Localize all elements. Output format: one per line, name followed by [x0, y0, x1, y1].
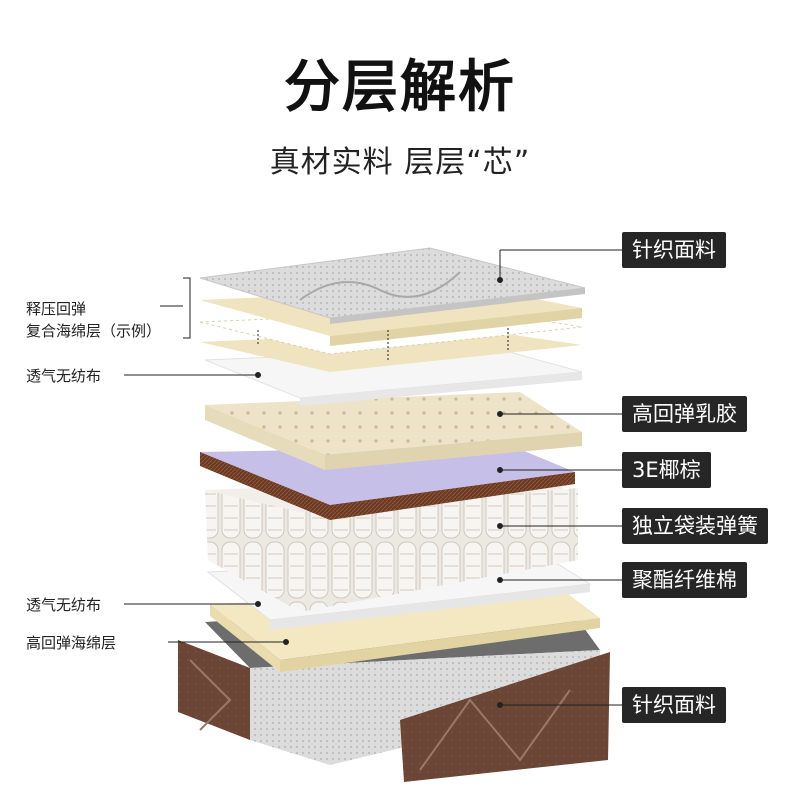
label-knit-fabric-bottom: 针织面料: [622, 687, 726, 723]
page-title: 分层解析: [284, 55, 516, 120]
label-latex: 高回弹乳胶: [622, 396, 747, 432]
label-high-resilience-foam: 高回弹海绵层: [26, 634, 117, 652]
label-nonwoven-top: 透气无纺布: [26, 367, 102, 385]
page-subtitle: 真材实料 层层“芯”: [269, 145, 531, 180]
right-leader-lines: [497, 249, 622, 708]
left-leader-lines: [124, 277, 509, 645]
coir-layer: [200, 446, 575, 520]
label-nonwoven-bottom: 透气无纺布: [26, 596, 102, 614]
label-composite-sponge-line1: 释压回弹: [26, 300, 87, 318]
top-knit-fabric-layer: [199, 247, 586, 324]
latex-layer: [205, 392, 582, 470]
label-coir: 3E椰棕: [622, 452, 711, 488]
label-composite-sponge-line2: 复合海绵层（示例）: [26, 322, 162, 340]
label-knit-fabric-top: 针织面料: [622, 232, 726, 268]
label-pocket-springs: 独立袋装弹簧: [622, 508, 768, 544]
label-polyester-fiber: 聚酯纤维棉: [622, 562, 747, 598]
